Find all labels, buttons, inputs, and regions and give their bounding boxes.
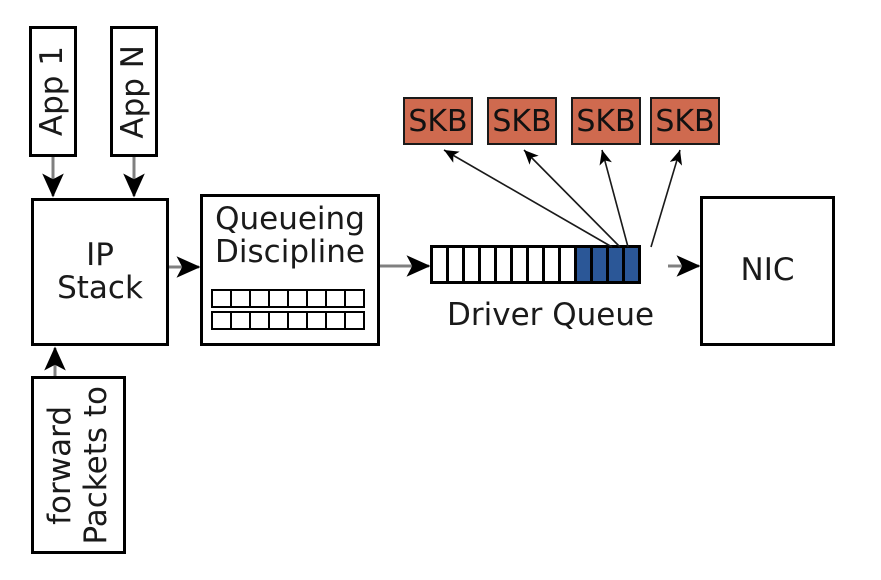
- qdisc-cell: [249, 311, 270, 330]
- queueing-discipline-row-1: [211, 289, 365, 308]
- qdisc-cell: [306, 289, 327, 308]
- skb-box-3: SKB: [571, 97, 641, 145]
- driver-queue-caption: Driver Queue: [447, 297, 655, 333]
- qdisc-cell: [268, 311, 289, 330]
- qdisc-cell: [211, 311, 232, 330]
- node-ip-stack: IP Stack: [31, 198, 169, 346]
- node-queueing-discipline-label: Queueing Discipline: [215, 201, 365, 271]
- qdisc-cell: [344, 289, 365, 308]
- node-app-n: App N: [110, 26, 158, 157]
- qdisc-cell: [249, 289, 270, 308]
- node-packets-to-forward: Packets to forward: [31, 376, 126, 554]
- qdisc-cell: [211, 289, 232, 308]
- skb-box-4-label: SKB: [655, 103, 715, 139]
- node-nic-label: NIC: [740, 252, 795, 289]
- node-app-1: App 1: [29, 26, 77, 157]
- node-packets-to-forward-line-1: Packets to: [77, 385, 114, 545]
- qdisc-cell: [230, 311, 251, 330]
- skb-box-1-label: SKB: [408, 103, 468, 139]
- skb-box-1: SKB: [403, 97, 473, 145]
- qdisc-cell: [287, 311, 308, 330]
- driver-queue-cell-filled: [622, 245, 641, 284]
- qdisc-cell: [230, 289, 251, 308]
- arrow-queuecell-to-skb-1: [443, 149, 613, 248]
- node-nic: NIC: [700, 196, 835, 346]
- qdisc-cell: [268, 289, 289, 308]
- skb-box-2-label: SKB: [492, 103, 552, 139]
- arrow-queuecell-to-skb-2: [523, 149, 621, 248]
- qdisc-cell: [344, 311, 365, 330]
- driver-queue: [430, 245, 641, 284]
- arrow-queuecell-to-skb-4: [650, 149, 683, 248]
- qdisc-cell: [325, 289, 346, 308]
- node-packets-to-forward-line-2: forward: [42, 405, 79, 525]
- queueing-discipline-cells: [211, 289, 365, 330]
- qdisc-cell: [325, 311, 346, 330]
- skb-box-4: SKB: [650, 97, 720, 145]
- skb-box-3-label: SKB: [576, 103, 636, 139]
- qdisc-cell: [287, 289, 308, 308]
- node-app-1-label: App 1: [34, 46, 71, 137]
- queueing-discipline-row-2: [211, 311, 365, 330]
- node-ip-stack-label: IP Stack: [57, 236, 143, 306]
- node-app-n-label: App N: [115, 44, 152, 139]
- arrow-queuecell-to-skb-3: [599, 149, 629, 248]
- skb-box-2: SKB: [487, 97, 557, 145]
- qdisc-cell: [306, 311, 327, 330]
